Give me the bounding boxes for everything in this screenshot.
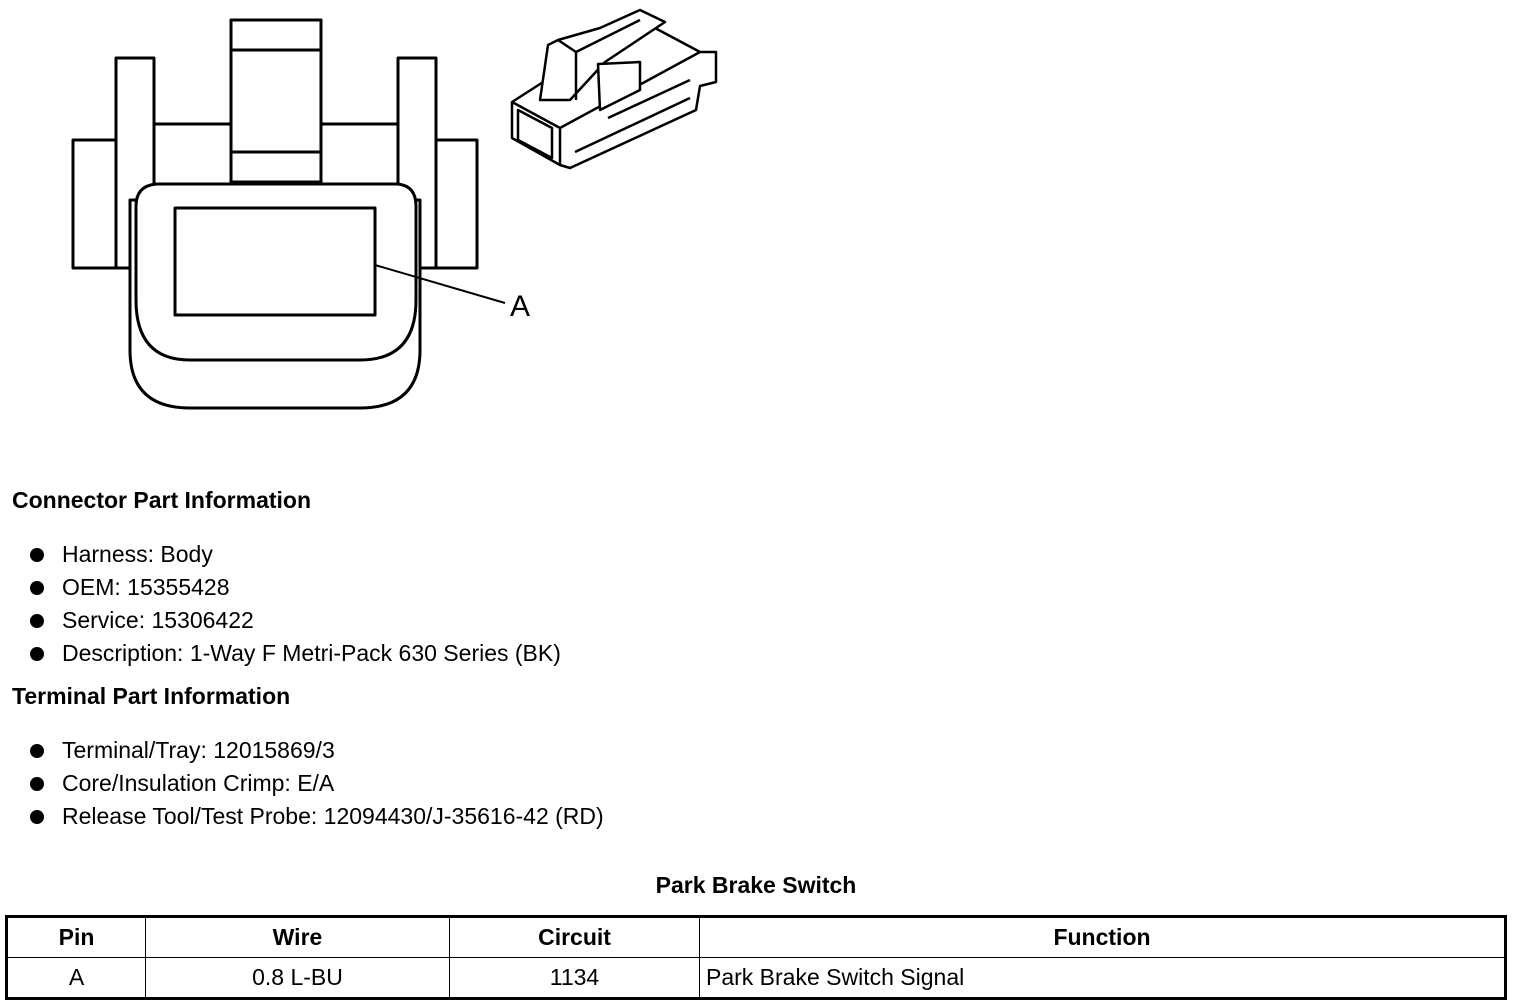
connector-face-view [71,18,506,410]
terminal-info-heading: Terminal Part Information [12,683,291,709]
list-item: Description: 1-Way F Metri-Pack 630 Seri… [28,640,561,673]
bullet-icon [30,581,44,595]
table-header-row: Pin Wire Circuit Function [6,916,1506,958]
bullet-icon [30,548,44,562]
list-item: Release Tool/Test Probe: 12094430/J-3561… [28,803,604,836]
connector-info-list: Harness: Body OEM: 15355428 Service: 153… [28,541,561,673]
terminal-info-list: Terminal/Tray: 12015869/3 Core/Insulatio… [28,737,604,836]
header-circuit: Circuit [449,916,700,958]
bullet-icon [30,744,44,758]
header-function: Function [699,916,1506,958]
list-item: OEM: 15355428 [28,574,561,607]
bullet-icon [30,810,44,824]
bullet-icon [30,777,44,791]
bullet-icon [30,647,44,661]
pinout-table: Pin Wire Circuit Function A 0.8 L-BU 113… [5,915,1507,1000]
list-item: Core/Insulation Crimp: E/A [28,770,604,803]
bullet-icon [30,614,44,628]
header-wire: Wire [145,916,450,958]
table-row: A 0.8 L-BU 1134 Park Brake Switch Signal [6,957,1506,999]
table-caption: Park Brake Switch [655,872,857,898]
list-item: Harness: Body [28,541,561,574]
cell-circuit: 1134 [449,957,700,999]
list-item: Terminal/Tray: 12015869/3 [28,737,604,770]
header-pin: Pin [6,916,146,958]
cell-function: Park Brake Switch Signal [699,957,1506,999]
list-item: Service: 15306422 [28,607,561,640]
connector-illustration [71,8,718,410]
connector-info-heading: Connector Part Information [12,487,312,513]
callout-label-a: A [510,290,531,323]
cell-pin: A [6,957,146,999]
cell-wire: 0.8 L-BU [145,957,450,999]
connector-iso-view [510,8,718,170]
